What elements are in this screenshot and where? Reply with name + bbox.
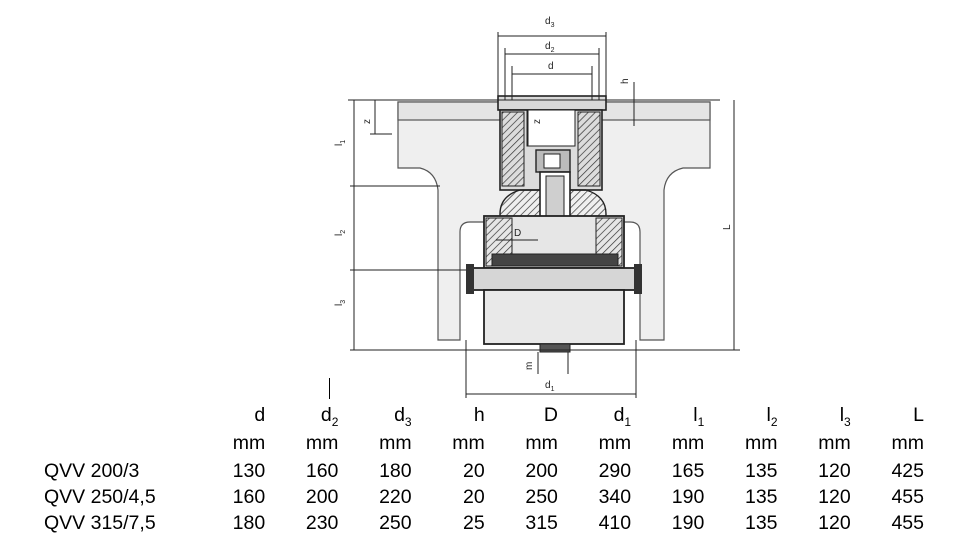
text-cursor [329,378,330,399]
table-row: QVV 250/4,5 160 200 220 20 250 340 190 1… [44,484,924,510]
value-cell: 190 [671,486,705,508]
header-cell: l3 [839,404,851,429]
value-cell: 25 [463,512,485,534]
model-name: QVV 200/3 [44,460,140,482]
value-cell: 160 [305,460,339,482]
dim-label-d1: d1 [545,380,555,393]
value-cell: 120 [818,512,851,534]
value-cell: 20 [463,460,485,482]
value-cell: 250 [525,486,558,508]
value-cell: 455 [891,486,924,508]
dim-label-d3: d3 [545,16,555,29]
value-cell: 425 [891,460,924,482]
header-cell: h [473,404,485,426]
header-cell: d [254,404,266,426]
header-cell: d1 [613,404,632,429]
value-cell: 135 [744,512,778,534]
table-header-row: d d2 d3 h D d1 l1 l2 l3 L [44,402,924,428]
unit-cell: mm [891,432,925,454]
table-row: QVV 200/3 130 160 180 20 200 290 165 135… [44,458,924,484]
header-cell: D [543,404,558,426]
dimension-labels: d3 d2 d h z z l1 l2 l3 D L m d1 [334,16,733,393]
unit-cell: mm [598,432,632,454]
dim-label-L: L [722,224,733,230]
value-cell: 160 [232,486,266,508]
value-cell: 165 [671,460,705,482]
dim-label-l1: l1 [334,140,347,146]
unit-cell: mm [232,432,266,454]
unit-cell: mm [305,432,339,454]
table-units-row: mm mm mm mm mm mm mm mm mm mm [44,428,924,458]
value-cell: 135 [744,486,778,508]
unit-cell: mm [745,432,778,454]
table-row: QVV 315/7,5 180 230 250 25 315 410 190 1… [44,510,924,536]
header-cell: L [913,404,924,426]
value-cell: 180 [232,512,266,534]
dimension-lines [348,32,740,398]
unit-cell: mm [671,432,705,454]
value-cell: 315 [525,512,558,534]
valve-cross-section-drawing: d3 d2 d h z z l1 l2 l3 D L m d1 [334,16,740,398]
value-cell: 290 [598,460,632,482]
value-cell: 220 [379,486,412,508]
value-cell: 20 [463,486,485,508]
dim-label-m: m [524,362,535,370]
dim-label-d: d [548,61,554,72]
unit-cell: mm [525,432,558,454]
bearing-block [483,215,625,269]
model-name: QVV 250/4,5 [44,486,156,508]
value-cell: 230 [305,512,339,534]
header-cell: d2 [320,404,339,429]
unit-cell: mm [379,432,412,454]
dim-label-h: h [620,78,631,84]
header-cell: l1 [693,404,705,429]
dim-label-l3: l3 [334,300,347,306]
unit-cell: mm [818,432,851,454]
value-cell: 340 [598,486,632,508]
value-cell: 190 [671,512,705,534]
value-cell: 120 [818,460,851,482]
unit-cell: mm [452,432,485,454]
value-cell: 250 [379,512,412,534]
header-cell: d3 [394,404,412,429]
value-cell: 455 [891,512,924,534]
dim-label-d2: d2 [545,41,555,54]
value-cell: 120 [818,486,851,508]
dim-label-z-inner: z [532,119,543,124]
value-cell: 180 [379,460,412,482]
value-cell: 200 [305,486,339,508]
value-cell: 130 [232,460,266,482]
model-name: QVV 315/7,5 [44,512,156,534]
lower-body [466,264,642,353]
header-model [44,402,192,428]
value-cell: 200 [525,460,558,482]
header-cell: l2 [766,404,778,429]
dimensions-table: d d2 d3 h D d1 l1 l2 l3 L mm mm mm mm mm… [44,402,924,536]
value-cell: 135 [744,460,778,482]
dim-label-D: D [514,228,521,239]
dim-label-l2: l2 [334,230,347,236]
value-cell: 410 [598,512,632,534]
dim-label-z-outer: z [362,119,373,124]
